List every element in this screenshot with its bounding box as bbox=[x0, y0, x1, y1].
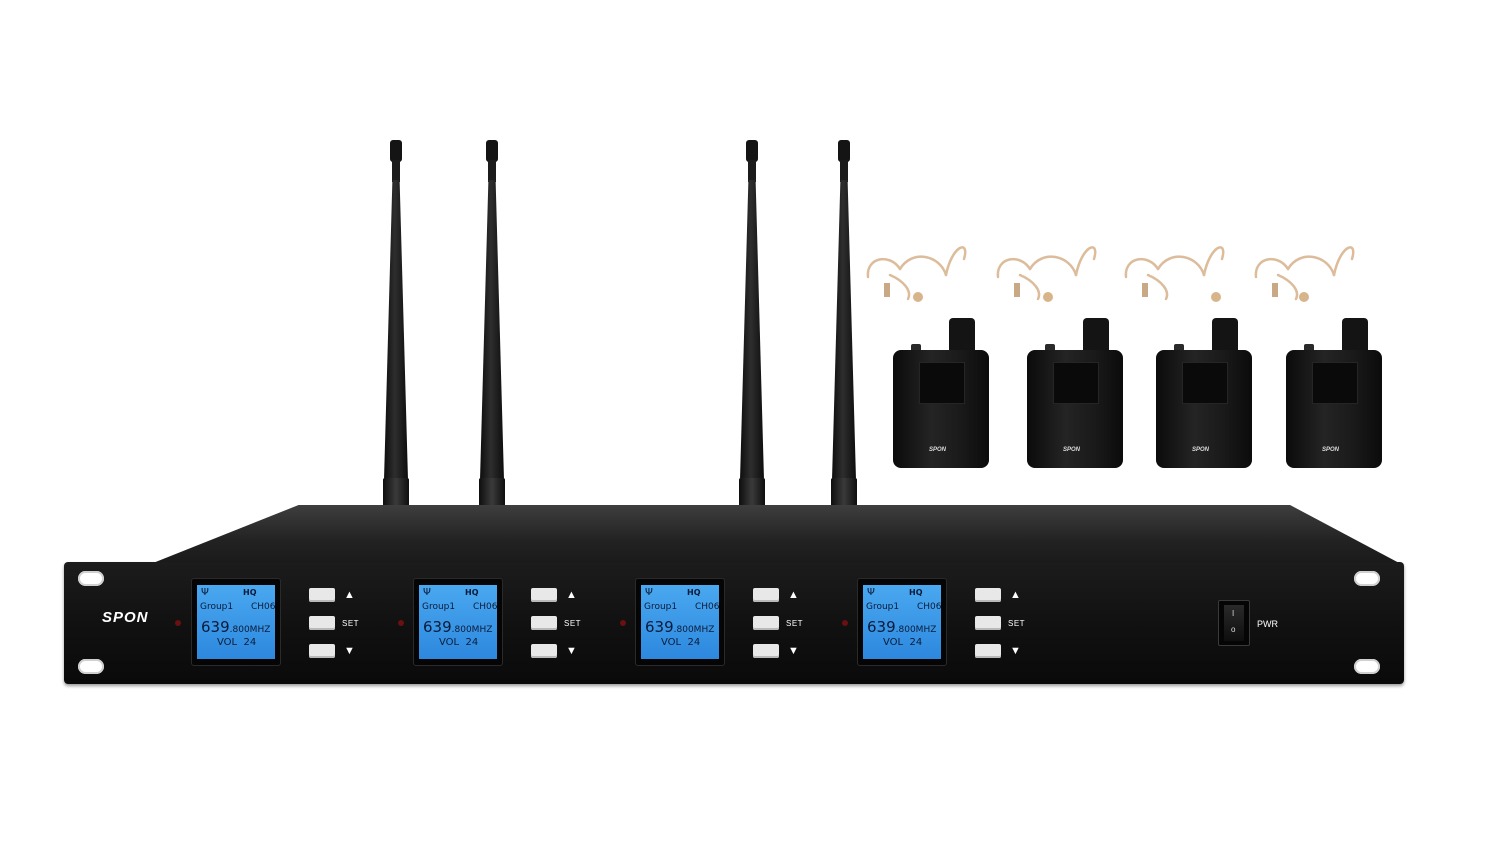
transmitter-brand: SPON bbox=[1063, 447, 1081, 453]
bodypack-transmitter: SPON bbox=[893, 318, 989, 468]
down-arrow-icon: ▼ bbox=[1010, 645, 1021, 657]
up-arrow-icon: ▲ bbox=[566, 589, 577, 601]
receiver-front-panel: SPON Ψ HQ Group1 CH06 639.800MHZ VOL 24 … bbox=[64, 562, 1404, 684]
channel-label: CH06 bbox=[251, 602, 276, 612]
lcd-display: Ψ HQ Group1 CH06 639.800MHZ VOL 24 bbox=[197, 585, 276, 659]
group-label: Group1 bbox=[422, 602, 456, 612]
antenna-3 bbox=[732, 140, 772, 510]
down-arrow-icon: ▼ bbox=[344, 645, 355, 657]
power-rocker bbox=[1224, 605, 1244, 641]
volume-readout: VOL 24 bbox=[883, 637, 923, 648]
up-button[interactable] bbox=[309, 588, 335, 602]
up-arrow-icon: ▲ bbox=[788, 589, 799, 601]
down-arrow-icon: ▼ bbox=[788, 645, 799, 657]
transmitter-brand: SPON bbox=[1322, 447, 1340, 453]
antenna-signal-icon: Ψ bbox=[645, 587, 653, 598]
frequency-readout: 639.800MHZ bbox=[867, 618, 937, 636]
set-button[interactable] bbox=[309, 616, 335, 630]
hq-indicator: HQ bbox=[687, 588, 701, 597]
hq-indicator: HQ bbox=[909, 588, 923, 597]
down-arrow-icon: ▼ bbox=[566, 645, 577, 657]
group-label: Group1 bbox=[866, 602, 900, 612]
status-led bbox=[842, 620, 848, 626]
up-arrow-icon: ▲ bbox=[1010, 589, 1021, 601]
antenna-signal-icon: Ψ bbox=[867, 587, 875, 598]
antenna-1 bbox=[376, 140, 416, 510]
receiver-channel-2: Ψ HQ Group1 CH06 639.800MHZ VOL 24 ▲ SET… bbox=[413, 578, 663, 668]
set-label: SET bbox=[1008, 619, 1026, 628]
set-label: SET bbox=[786, 619, 804, 628]
power-label: PWR bbox=[1257, 619, 1278, 629]
receiver-channel-1: Ψ HQ Group1 CH06 639.800MHZ VOL 24 ▲ SET… bbox=[191, 578, 441, 668]
set-label: SET bbox=[342, 619, 360, 628]
antenna-signal-icon: Ψ bbox=[423, 587, 431, 598]
hq-indicator: HQ bbox=[465, 588, 479, 597]
hq-indicator: HQ bbox=[243, 588, 257, 597]
rack-hole bbox=[1354, 571, 1380, 586]
channel-label: CH06 bbox=[695, 602, 720, 612]
volume-readout: VOL 24 bbox=[439, 637, 479, 648]
antenna-signal-icon: Ψ bbox=[201, 587, 209, 598]
down-button[interactable] bbox=[975, 644, 1001, 658]
receiver-channel-4: Ψ HQ Group1 CH06 639.800MHZ VOL 24 ▲ SET… bbox=[857, 578, 1107, 668]
status-led bbox=[398, 620, 404, 626]
headset-microphone bbox=[990, 235, 1110, 315]
brand-logo: SPON bbox=[102, 609, 149, 626]
lcd-display: Ψ HQ Group1 CH06 639.800MHZ VOL 24 bbox=[641, 585, 720, 659]
lcd-frame: Ψ HQ Group1 CH06 639.800MHZ VOL 24 bbox=[413, 578, 503, 666]
set-label: SET bbox=[564, 619, 582, 628]
lcd-display: Ψ HQ Group1 CH06 639.800MHZ VOL 24 bbox=[863, 585, 942, 659]
down-button[interactable] bbox=[753, 644, 779, 658]
lcd-frame: Ψ HQ Group1 CH06 639.800MHZ VOL 24 bbox=[635, 578, 725, 666]
group-label: Group1 bbox=[200, 602, 234, 612]
lcd-display: Ψ HQ Group1 CH06 639.800MHZ VOL 24 bbox=[419, 585, 498, 659]
rack-hole bbox=[78, 659, 104, 674]
channel-label: CH06 bbox=[917, 602, 942, 612]
power-on-mark: I bbox=[1232, 609, 1235, 618]
lcd-frame: Ψ HQ Group1 CH06 639.800MHZ VOL 24 bbox=[857, 578, 947, 666]
set-button[interactable] bbox=[753, 616, 779, 630]
status-led bbox=[620, 620, 626, 626]
transmitter-brand: SPON bbox=[929, 447, 947, 453]
headset-microphone bbox=[860, 235, 980, 315]
receiver-channel-3: Ψ HQ Group1 CH06 639.800MHZ VOL 24 ▲ SET… bbox=[635, 578, 885, 668]
transmitter-brand: SPON bbox=[1192, 447, 1210, 453]
rack-hole bbox=[1354, 659, 1380, 674]
up-button[interactable] bbox=[975, 588, 1001, 602]
volume-readout: VOL 24 bbox=[661, 637, 701, 648]
set-button[interactable] bbox=[975, 616, 1001, 630]
bodypack-transmitter: SPON bbox=[1286, 318, 1382, 468]
status-led bbox=[175, 620, 181, 626]
up-button[interactable] bbox=[531, 588, 557, 602]
frequency-readout: 639.800MHZ bbox=[423, 618, 493, 636]
headset-microphone bbox=[1248, 235, 1368, 315]
frequency-readout: 639.800MHZ bbox=[201, 618, 271, 636]
bodypack-transmitter: SPON bbox=[1156, 318, 1252, 468]
up-arrow-icon: ▲ bbox=[344, 589, 355, 601]
down-button[interactable] bbox=[531, 644, 557, 658]
power-switch[interactable]: I o bbox=[1218, 600, 1250, 646]
group-label: Group1 bbox=[644, 602, 678, 612]
bodypack-transmitter: SPON bbox=[1027, 318, 1123, 468]
frequency-readout: 639.800MHZ bbox=[645, 618, 715, 636]
rack-hole bbox=[78, 571, 104, 586]
volume-readout: VOL 24 bbox=[217, 637, 257, 648]
down-button[interactable] bbox=[309, 644, 335, 658]
set-button[interactable] bbox=[531, 616, 557, 630]
lcd-frame: Ψ HQ Group1 CH06 639.800MHZ VOL 24 bbox=[191, 578, 281, 666]
receiver-top-cover bbox=[148, 505, 1403, 565]
antenna-4 bbox=[824, 140, 864, 510]
headset-microphone bbox=[1118, 235, 1238, 315]
up-button[interactable] bbox=[753, 588, 779, 602]
power-off-mark: o bbox=[1231, 625, 1236, 634]
channel-label: CH06 bbox=[473, 602, 498, 612]
antenna-2 bbox=[472, 140, 512, 510]
